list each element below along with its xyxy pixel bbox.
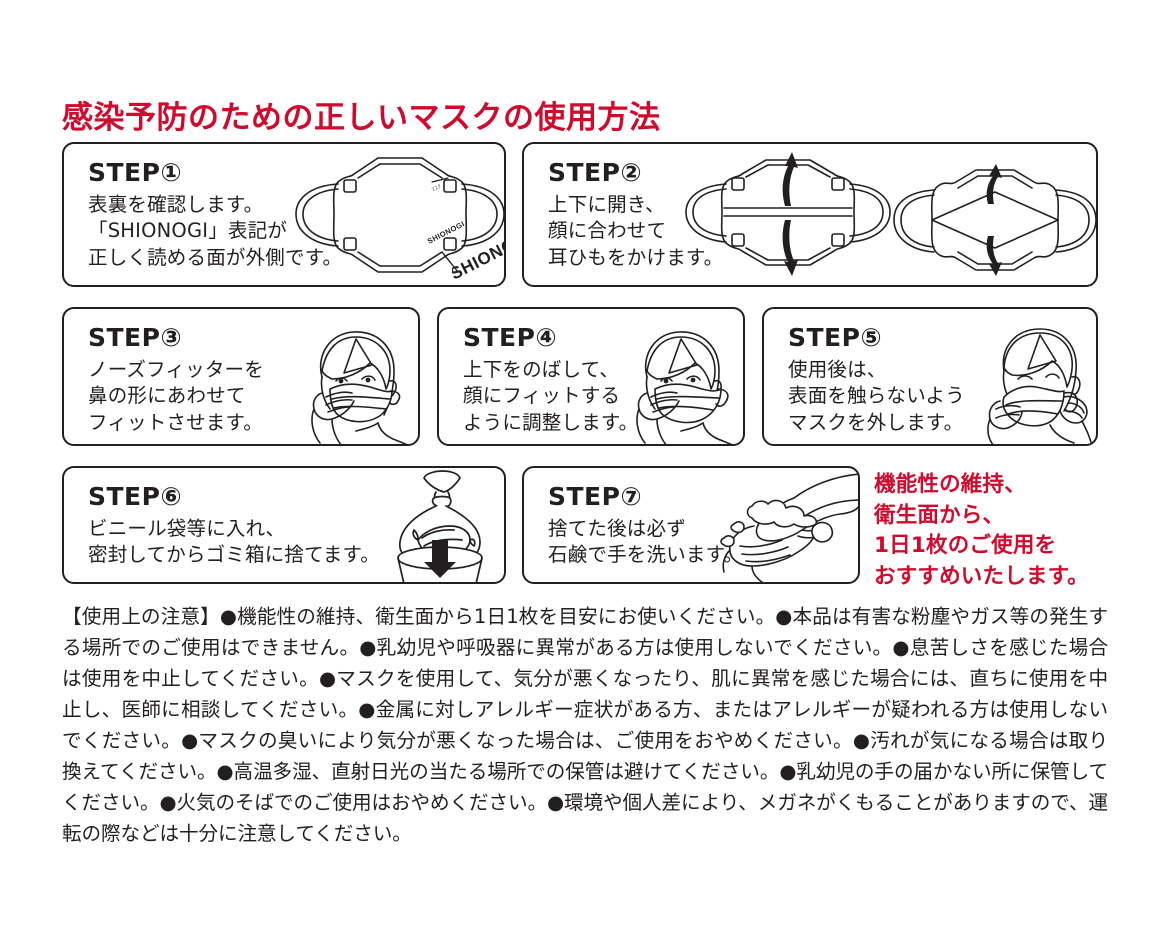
step-4-label: STEP④ xyxy=(463,323,558,352)
red-note-line-2: 衛生面から、 xyxy=(874,502,1005,528)
step-6-line-1: ビニール袋等に入れ、 xyxy=(88,516,286,540)
step-card-5: STEP⑤ 使用後は、 表面を触らないよう マスクを外します。 xyxy=(762,307,1098,446)
red-note-line-1: 機能性の維持、 xyxy=(874,472,1026,497)
usage-recommendation-note: 機能性の維持、 衛生面から、 1日1枚のご使用を おすすめいたします。 xyxy=(874,470,1089,592)
step-2-lines: 上下に開き、 顔に合わせて 耳ひもをかけます。 xyxy=(548,192,723,272)
step-4-lines: 上下をのばして、 顔にフィットする ように調整します。 xyxy=(463,357,638,437)
step-5-line-2: 表面を触らないよう xyxy=(788,384,965,408)
step-2-line-3: 耳ひもをかけます。 xyxy=(548,245,724,269)
down-arrow-icon xyxy=(424,540,456,578)
step-3-line-3: フィットさせます。 xyxy=(88,410,263,434)
step-2-text: STEP② 上下に開き、 顔に合わせて 耳ひもをかけます。 xyxy=(548,158,723,271)
step-6-line-2: 密封してからゴミ箱に捨てます。 xyxy=(88,543,380,567)
step-4-line-3: ように調整します。 xyxy=(463,410,639,434)
usage-cautions: 【使用上の注意】●機能性の維持、衛生面から1日1枚を目安にお使いください。●本品… xyxy=(62,602,1108,850)
mask-opened-with-arrows-illustration xyxy=(893,164,1096,276)
svg-text:SHIONOGI: SHIONOGI xyxy=(426,219,466,246)
step-1-line-1: 表裏を確認します。 xyxy=(88,192,264,216)
step-6-text: STEP⑥ ビニール袋等に入れ、 密封してからゴミ箱に捨てます。 xyxy=(88,482,380,569)
step-card-2: STEP② 上下に開き、 顔に合わせて 耳ひもをかけます。 xyxy=(522,142,1098,287)
step-3-text: STEP③ ノーズフィッターを 鼻の形にあわせて フィットさせます。 xyxy=(88,323,264,436)
red-note-line-3: 1日1枚のご使用を xyxy=(874,533,1057,559)
step-4-text: STEP④ 上下をのばして、 顔にフィットする ように調整します。 xyxy=(463,323,638,436)
woman-removing-mask-illustration xyxy=(987,328,1093,444)
step-2-line-1: 上下に開き、 xyxy=(548,192,665,216)
step-1-lines: 表裏を確認します。 「SHIONOGI」表記が 正しく読める面が外側です。 xyxy=(88,192,342,272)
step-5-lines: 使用後は、 表面を触らないよう マスクを外します。 xyxy=(788,357,965,437)
step-1-line-2: 「SHIONOGI」表記が xyxy=(88,219,288,243)
step-7-line-1: 捨てた後は必ず xyxy=(548,516,686,540)
step-3-lines: ノーズフィッターを 鼻の形にあわせて フィットさせます。 xyxy=(88,357,264,437)
step-4-line-1: 上下をのばして、 xyxy=(463,357,620,381)
step-card-3: STEP③ ノーズフィッターを 鼻の形にあわせて フィットさせます。 xyxy=(62,307,420,446)
page-title: 感染予防のための正しいマスクの使用方法 xyxy=(62,100,661,136)
step-7-label: STEP⑦ xyxy=(548,482,643,511)
red-note-line-4: おすすめいたします。 xyxy=(874,563,1089,589)
step-3-line-1: ノーズフィッターを xyxy=(88,357,264,381)
step-5-line-1: 使用後は、 xyxy=(788,357,887,381)
step-7-lines: 捨てた後は必ず 石鹸で手を洗います。 xyxy=(548,516,743,569)
step-5-text: STEP⑤ 使用後は、 表面を触らないよう マスクを外します。 xyxy=(788,323,965,436)
step-7-line-2: 石鹸で手を洗います。 xyxy=(548,543,744,567)
svg-text:ﾏｽｸ: ﾏｽｸ xyxy=(431,183,443,194)
step-card-7: STEP⑦ 捨てた後は必ず 石鹸で手を洗います。 xyxy=(522,466,860,584)
step-2-line-2: 顔に合わせて xyxy=(548,219,667,243)
step-6-lines: ビニール袋等に入れ、 密封してからゴミ箱に捨てます。 xyxy=(88,516,380,569)
step-card-1: STEP① 表裏を確認します。 「SHIONOGI」表記が 正しく読める面が外側… xyxy=(62,142,506,287)
step-5-line-3: マスクを外します。 xyxy=(788,410,964,434)
step-5-label: STEP⑤ xyxy=(788,323,883,352)
step-2-label: STEP② xyxy=(548,158,643,187)
step-7-text: STEP⑦ 捨てた後は必ず 石鹸で手を洗います。 xyxy=(548,482,743,569)
step-3-line-2: 鼻の形にあわせて xyxy=(88,384,246,408)
step-6-label: STEP⑥ xyxy=(88,482,183,511)
step-3-label: STEP③ xyxy=(88,323,183,352)
step-card-4: STEP④ 上下をのばして、 顔にフィットする ように調整します。 xyxy=(437,307,745,446)
svg-text:SHIONOGI: SHIONOGI xyxy=(452,240,506,284)
step-4-line-2: 顔にフィットする xyxy=(463,384,621,408)
woman-nose-fitter-illustration xyxy=(311,331,408,444)
step-card-6: STEP⑥ ビニール袋等に入れ、 密封してからゴミ箱に捨てます。 xyxy=(62,466,506,584)
step-1-label: STEP① xyxy=(88,158,183,187)
mask-in-bag-trash-illustration xyxy=(397,470,483,582)
step-1-text: STEP① 表裏を確認します。 「SHIONOGI」表記が 正しく読める面が外側… xyxy=(88,158,342,271)
shionogi-callout-label: SHIONOGI xyxy=(452,240,506,284)
usage-cautions-heading: 【使用上の注意】 xyxy=(62,605,220,628)
usage-cautions-body: ●機能性の維持、衛生面から1日1枚を目安にお使いください。●本品は有害な粉塵やガ… xyxy=(62,605,1109,845)
step-1-line-3: 正しく読める面が外側です。 xyxy=(88,245,343,269)
